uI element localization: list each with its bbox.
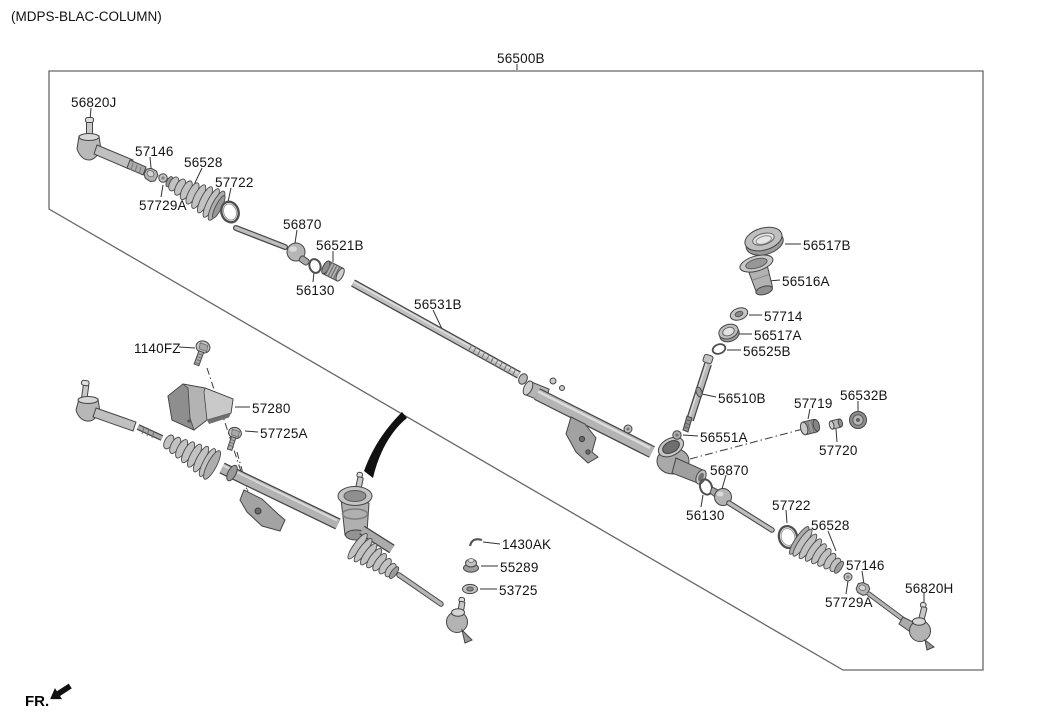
part-gear-housing-upper [522, 377, 707, 485]
rotation-arrow [364, 412, 407, 478]
part-tie-rod-end-56820J [76, 117, 147, 176]
part-heat-shield-57280 [167, 383, 234, 431]
part-inner-tie-rod-56870-top [233, 225, 310, 266]
part-valve-56516A [739, 254, 774, 296]
part-nut-57719 [799, 418, 821, 436]
part-clip-1430AK [468, 538, 483, 547]
part-nut-57146-top [143, 167, 159, 182]
leader-lines [89, 64, 925, 608]
part-tie-rod-end-56820H [866, 591, 935, 651]
part-bolt-57725A [226, 426, 242, 451]
part-bearing-56517A [718, 323, 740, 343]
part-washer-53725 [462, 583, 478, 595]
part-washer-57729A-top [158, 173, 168, 183]
part-nut-55289 [463, 558, 479, 573]
part-o-ring-56130-top [308, 258, 322, 274]
part-washer-57729A-right [843, 572, 853, 582]
part-bellows-56528-top [165, 176, 226, 221]
part-bushing-56521B [321, 260, 345, 282]
part-cap-nut-56532B [849, 411, 867, 429]
part-rack-bar-56531B [351, 279, 528, 385]
part-bellows-56528-right [788, 526, 844, 574]
part-washer-57714 [729, 307, 749, 321]
part-pinion-shaft-56510B [682, 353, 714, 433]
frame-border [48, 70, 984, 671]
part-steering-gear-assembly [75, 379, 473, 644]
part-bushing-57720 [828, 418, 844, 430]
part-o-ring-57722-top [220, 200, 240, 224]
part-bolt-56551A [672, 430, 682, 440]
part-snap-ring-56525B [711, 343, 727, 355]
part-o-ring-56130-right [698, 478, 714, 496]
part-bushing-ring-56517B [744, 226, 784, 256]
fr-direction-arrow [50, 683, 72, 700]
part-inner-tie-rod-56870-right [709, 486, 775, 533]
part-bolt-1140FZ [193, 340, 211, 367]
